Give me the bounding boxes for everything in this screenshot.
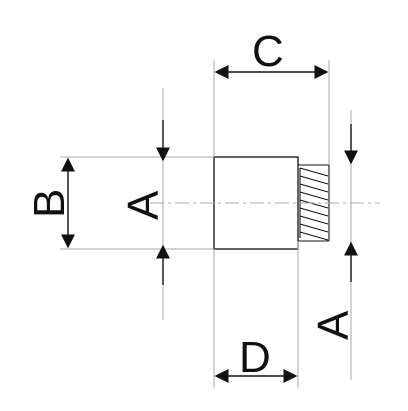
extension-lines-b xyxy=(60,156,214,250)
dimension-d-label: D xyxy=(239,333,271,382)
extension-lines-d xyxy=(213,241,299,388)
dimension-a-left: A xyxy=(119,88,170,320)
dimension-b: B xyxy=(25,157,75,249)
dimension-a-right-label: A xyxy=(309,310,358,340)
extension-lines-c xyxy=(213,60,330,165)
dimension-c-label: C xyxy=(252,27,284,76)
dimension-a-right: A xyxy=(309,110,358,380)
dimension-a-left-label: A xyxy=(119,190,168,220)
dimension-c: C xyxy=(214,27,329,79)
dimension-d: D xyxy=(214,333,298,383)
dimension-b-label: B xyxy=(25,189,74,218)
